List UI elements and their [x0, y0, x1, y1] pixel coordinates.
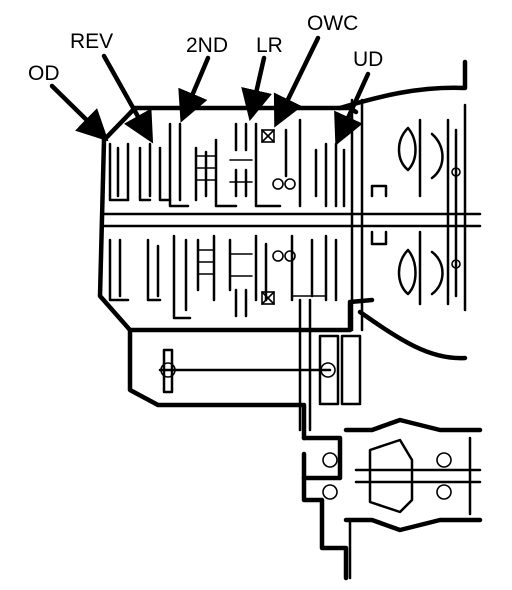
torque-converter — [370, 118, 461, 306]
label-od: OD — [28, 62, 60, 85]
label-rev: REV — [70, 30, 113, 53]
clutch-packs-lower — [108, 234, 338, 320]
arrow-lr — [241, 55, 272, 122]
label-2nd: 2ND — [186, 34, 228, 57]
one-way-clutch-lower — [261, 291, 275, 305]
main-shaft — [102, 212, 482, 228]
arrow-od — [49, 83, 109, 142]
label-owc: OWC — [307, 12, 358, 35]
transfer-gears — [158, 298, 362, 432]
clutch-packs-upper — [108, 118, 346, 208]
label-ud: UD — [353, 48, 383, 71]
housing — [97, 59, 468, 441]
arrow-rev — [101, 53, 154, 144]
one-way-clutch-upper — [261, 129, 275, 143]
bearings — [160, 178, 452, 500]
label-lr: LR — [256, 34, 283, 57]
differential — [301, 417, 483, 581]
